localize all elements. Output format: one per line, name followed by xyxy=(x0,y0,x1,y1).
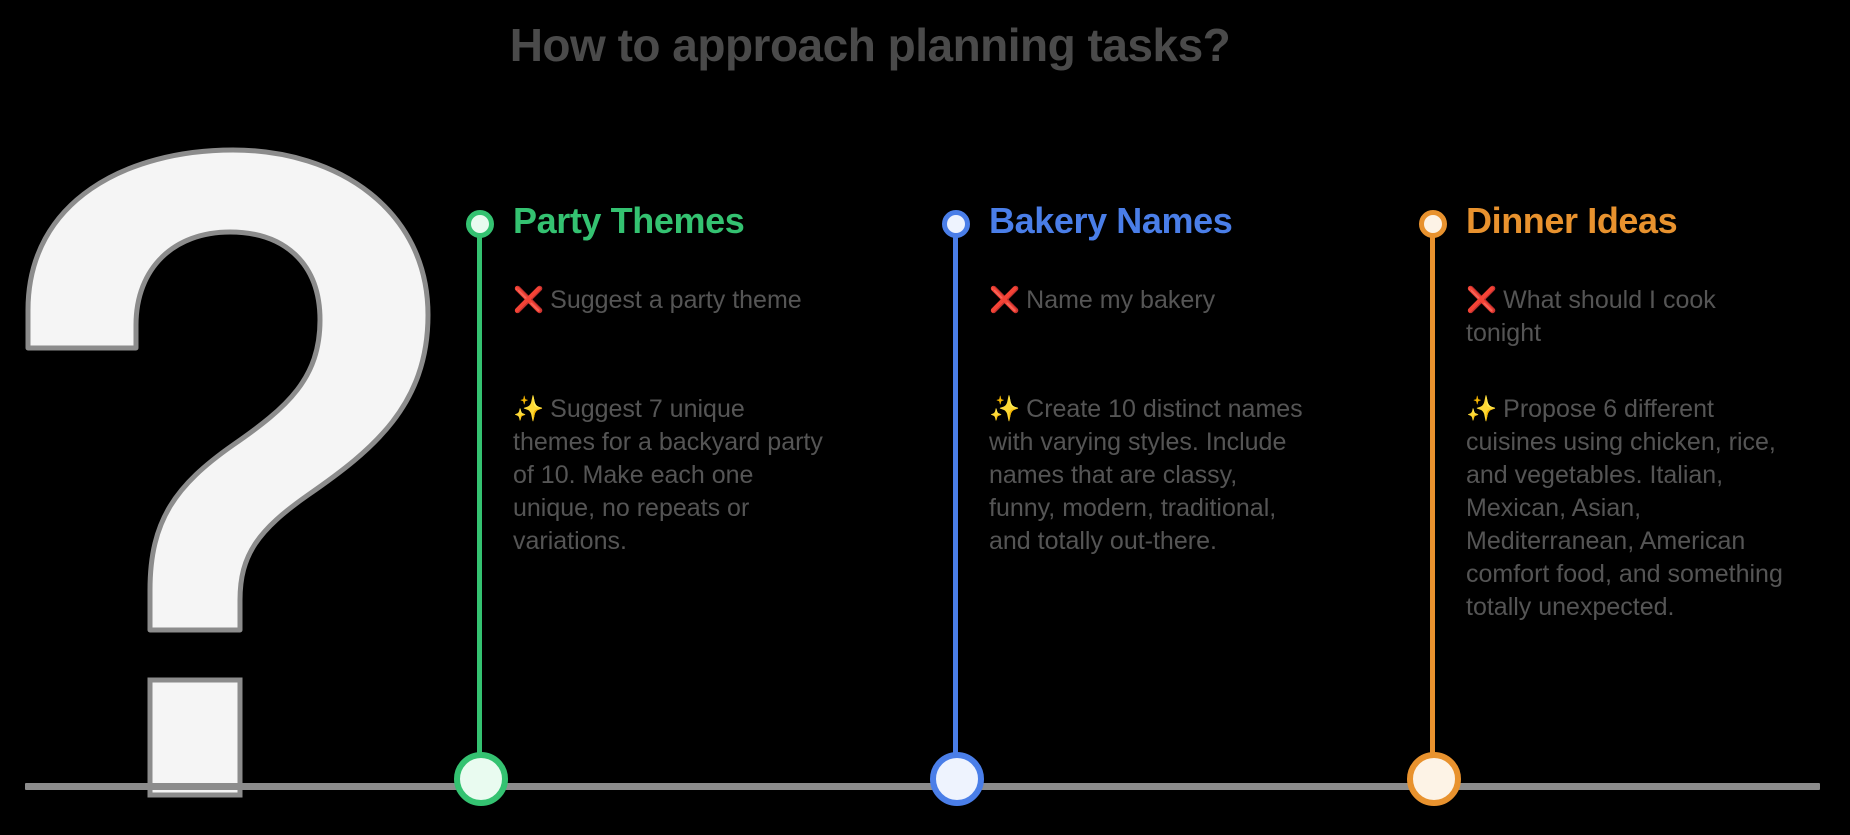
column-heading: Party Themes xyxy=(513,200,745,241)
timeline-baseline xyxy=(25,783,1820,790)
column-connector-line xyxy=(1430,232,1435,786)
good-prompt-text: Propose 6 different cuisines using chick… xyxy=(1466,395,1783,621)
column-node-top[interactable] xyxy=(942,210,970,238)
column-heading: Bakery Names xyxy=(989,200,1233,241)
bad-prompt-text: Name my bakery xyxy=(1026,286,1216,314)
column-connector-line xyxy=(477,232,482,786)
cross-mark-icon: ❌ xyxy=(1466,285,1498,314)
bad-prompt-text: Suggest a party theme xyxy=(550,286,802,314)
column-node-bottom[interactable] xyxy=(1407,752,1461,806)
column-node-bottom[interactable] xyxy=(930,752,984,806)
bad-prompt-row: ❌Name my bakery xyxy=(989,283,1309,317)
sparkles-icon: ✨ xyxy=(513,394,545,423)
page-title: How to approach planning tasks? xyxy=(509,19,1231,71)
cross-mark-icon: ❌ xyxy=(513,285,545,314)
column-connector-line xyxy=(953,232,958,786)
good-prompt-row: ✨Suggest 7 unique themes for a backyard … xyxy=(513,392,823,558)
sparkles-icon: ✨ xyxy=(1466,394,1498,423)
good-prompt-row: ✨Create 10 distinct names with varying s… xyxy=(989,392,1309,558)
column-node-top[interactable] xyxy=(466,210,494,238)
question-mark-icon xyxy=(8,120,468,820)
good-prompt-text: Create 10 distinct names with varying st… xyxy=(989,395,1303,555)
cross-mark-icon: ❌ xyxy=(989,285,1021,314)
column-node-top[interactable] xyxy=(1419,210,1447,238)
column-heading: Dinner Ideas xyxy=(1466,200,1678,241)
good-prompt-text: Suggest 7 unique themes for a backyard p… xyxy=(513,395,823,555)
bad-prompt-row: ❌What should I cook tonight xyxy=(1466,283,1786,350)
good-prompt-row: ✨Propose 6 different cuisines using chic… xyxy=(1466,392,1786,624)
column-node-bottom[interactable] xyxy=(454,752,508,806)
bad-prompt-text: What should I cook tonight xyxy=(1466,286,1716,347)
bad-prompt-row: ❌Suggest a party theme xyxy=(513,283,823,317)
sparkles-icon: ✨ xyxy=(989,394,1021,423)
